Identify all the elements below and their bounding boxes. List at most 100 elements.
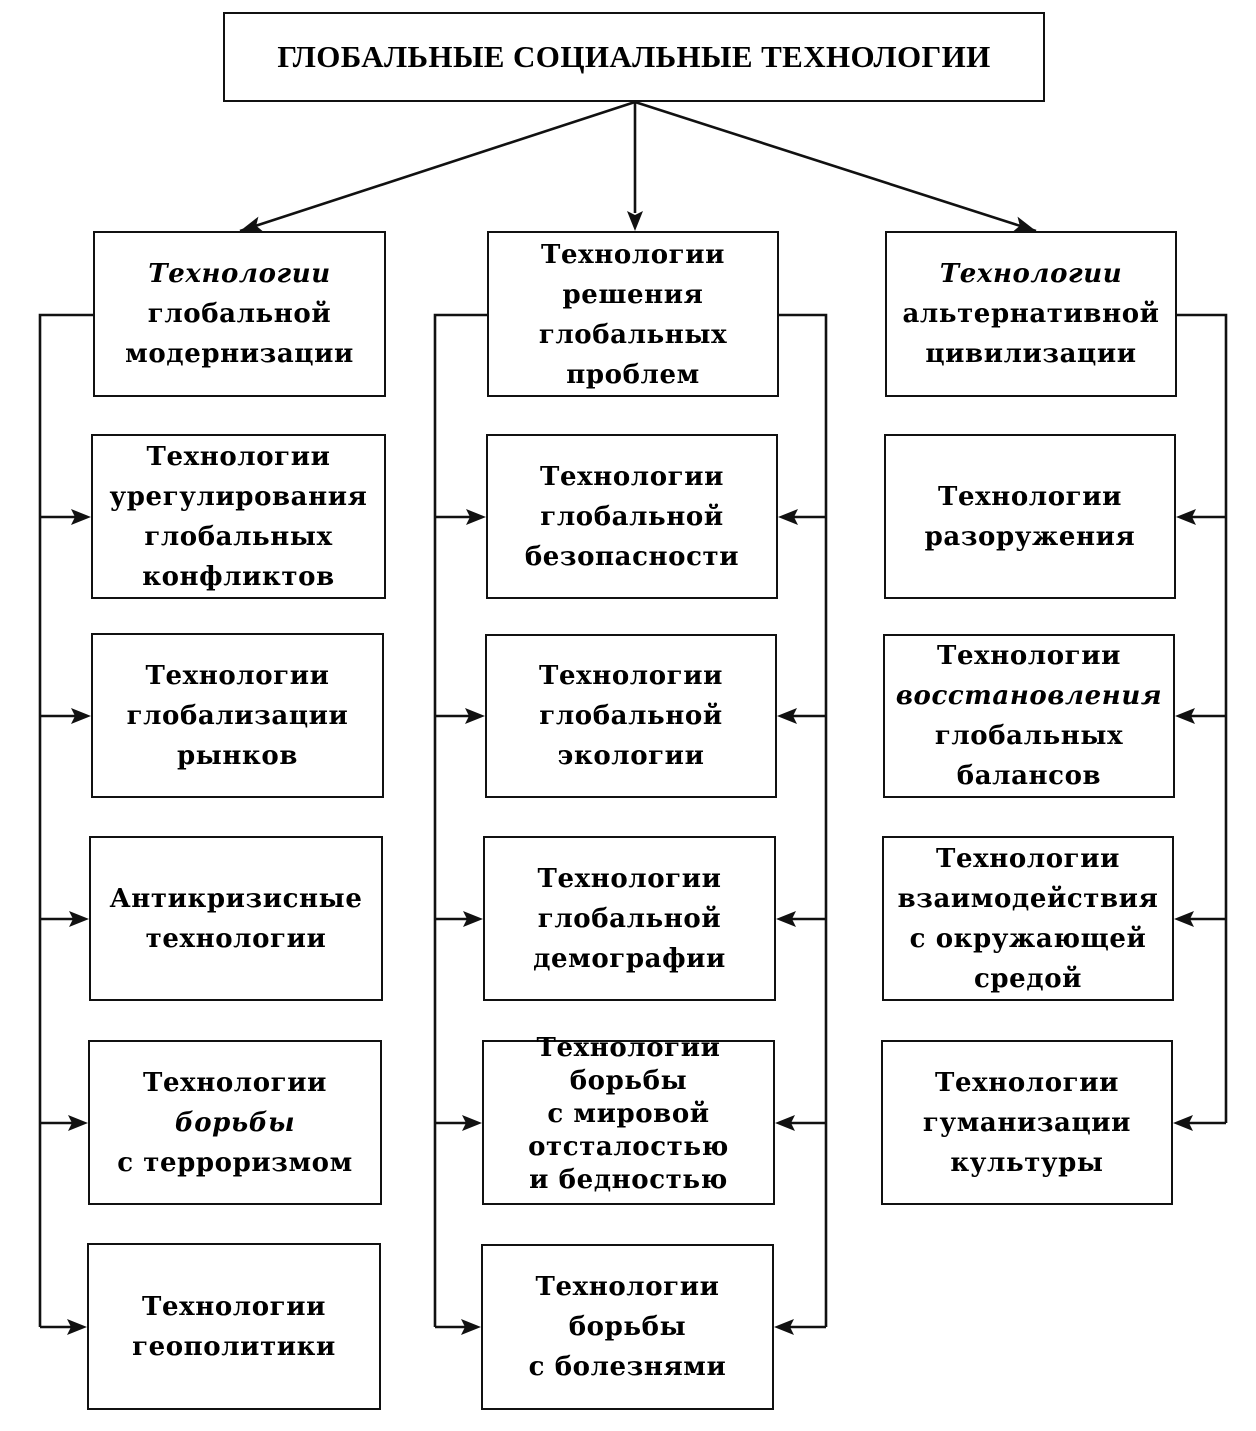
bus-col3-right <box>1177 313 1228 1123</box>
node-line: глобальной <box>540 501 724 532</box>
arrow-col2-item2-right-head <box>776 911 796 927</box>
node-line: взаимодействия <box>897 883 1159 914</box>
node-line: альтернативной <box>902 299 1160 329</box>
column-header-global-problems: Технологии решения глобальных проблем <box>487 231 779 397</box>
arrow-col1-item1-left-head <box>71 708 91 724</box>
node-disarmament: Технологии разоружения <box>884 434 1176 599</box>
node-global-ecology: Технологии глобальной экологии <box>485 634 777 798</box>
node-line: Технологии <box>936 843 1120 874</box>
arrow-root-to-col2-head-head <box>627 211 643 231</box>
node-line: Технологии <box>536 1033 721 1063</box>
arrow-root-to-col3-head-head <box>1012 216 1036 232</box>
node-line: гуманизации <box>922 1107 1132 1138</box>
node-anti-crisis: Антикризисные технологии <box>89 836 383 1001</box>
arrow-root-to-col1-head-line <box>239 100 636 233</box>
node-line: и бедностью <box>529 1165 728 1195</box>
column-header-global-modernization: Технологии глобальной модернизации <box>93 231 386 397</box>
node-line: урегулирования <box>109 481 368 512</box>
node-balance-restoration: Технологии восстановления глобальных бал… <box>883 634 1175 798</box>
node-conflict-settlement: Технологии урегулирования глобальных кон… <box>91 434 386 599</box>
node-counter-terrorism: Технологии борьбы с терроризмом <box>88 1040 382 1205</box>
node-line: Технологии <box>541 240 725 270</box>
node-line: глобальных <box>934 721 1124 751</box>
node-line: с терроризмом <box>117 1147 353 1178</box>
arrow-col3-item1-right-head <box>1175 708 1195 724</box>
bus-col2-right <box>779 313 828 1327</box>
node-line: конфликтов <box>142 561 335 592</box>
column-header-alternative-civilization: Технологии альтернативной цивилизации <box>885 231 1177 397</box>
node-culture-humanization: Технологии гуманизации культуры <box>881 1040 1173 1205</box>
arrow-col1-item2-left-head <box>69 911 89 927</box>
root-title: ГЛОБАЛЬНЫЕ СОЦИАЛЬНЫЕ ТЕХНОЛОГИИ <box>277 39 991 74</box>
node-line: Технологии <box>938 481 1122 512</box>
arrow-root-to-col3-head-line <box>634 100 1037 233</box>
arrow-col3-item2-right-head <box>1174 911 1194 927</box>
arrow-col2-item0-left-head <box>466 509 486 525</box>
node-line: глобальной <box>539 701 723 731</box>
node-line: решения <box>562 280 704 310</box>
node-line: Технологии <box>539 661 723 691</box>
node-line: проблем <box>566 360 700 390</box>
node-disease-control: Технологии борьбы с болезнями <box>481 1244 774 1410</box>
node-line: Технологии <box>935 1067 1119 1098</box>
arrow-col1-item4-left-head <box>67 1319 87 1335</box>
node-global-security: Технологии глобальной безопасности <box>486 434 778 599</box>
node-line: глобальной <box>147 299 332 329</box>
node-geopolitics: Технологии геополитики <box>87 1243 381 1410</box>
arrow-col2-item3-left-head <box>462 1115 482 1131</box>
node-line: борьбы <box>569 1066 688 1096</box>
node-line: Технологии <box>937 641 1121 671</box>
root-node-global-social-technologies: ГЛОБАЛЬНЫЕ СОЦИАЛЬНЫЕ ТЕХНОЛОГИИ <box>223 12 1045 102</box>
node-line: Технологии <box>142 1291 326 1322</box>
node-line: модернизации <box>125 339 354 369</box>
arrow-col1-item0-left-head <box>71 509 91 525</box>
node-global-demography: Технологии глобальной демографии <box>483 836 776 1001</box>
arrow-root-to-col1-head-head <box>240 216 264 232</box>
arrow-col1-item3-left-head <box>68 1115 88 1131</box>
node-line: Технологии <box>540 461 724 492</box>
node-line: культуры <box>950 1147 1104 1178</box>
node-line: Антикризисные <box>109 883 363 914</box>
arrow-col2-item2-left-head <box>463 911 483 927</box>
node-line: геополитики <box>132 1331 336 1362</box>
bus-col1-left <box>38 313 93 1327</box>
node-line: Технологии <box>939 259 1123 289</box>
node-line: отсталостью <box>528 1132 729 1162</box>
node-line: с мировой <box>547 1099 710 1129</box>
node-line: глобализации <box>126 700 349 731</box>
arrow-col2-item3-right-head <box>775 1115 795 1131</box>
arrow-col2-item1-right-head <box>777 708 797 724</box>
node-line: с окружающей <box>909 923 1147 954</box>
node-line: глобальной <box>537 903 722 934</box>
connector-group <box>38 100 1228 1335</box>
node-line: Технологии <box>146 441 331 472</box>
node-line: восстановления <box>895 681 1163 711</box>
node-line: безопасности <box>524 541 740 572</box>
node-line: цивилизации <box>925 339 1137 369</box>
arrow-col2-item4-left-head <box>461 1319 481 1335</box>
bus-col2-left <box>433 313 487 1327</box>
arrow-col2-item0-right-head <box>778 509 798 525</box>
node-environment-interaction: Технологии взаимодействия с окружающей с… <box>882 836 1174 1001</box>
node-line: балансов <box>956 761 1102 791</box>
node-line: глобальных <box>538 320 728 350</box>
node-line: разоружения <box>924 521 1136 552</box>
node-line: с болезнями <box>528 1352 727 1382</box>
node-line: Технологии <box>535 1272 720 1302</box>
node-line: борьбы <box>174 1107 296 1138</box>
node-line: Технологии <box>537 863 722 894</box>
node-backwardness-poverty: Технологии борьбы с мировой отсталостью … <box>482 1033 775 1205</box>
node-line: демографии <box>533 943 726 974</box>
arrow-col3-item3-right-head <box>1173 1115 1193 1131</box>
node-line: технологии <box>145 923 327 954</box>
node-line: средой <box>973 963 1083 994</box>
node-line: Технологии <box>148 259 331 289</box>
node-line: Технологии <box>143 1067 327 1098</box>
node-line: рынков <box>176 740 299 771</box>
node-line: Технологии <box>145 660 330 691</box>
node-market-globalization: Технологии глобализации рынков <box>91 633 384 798</box>
arrow-col3-item0-right-head <box>1176 509 1196 525</box>
node-line: глобальных <box>144 521 333 552</box>
arrow-col2-item4-right-head <box>774 1319 794 1335</box>
